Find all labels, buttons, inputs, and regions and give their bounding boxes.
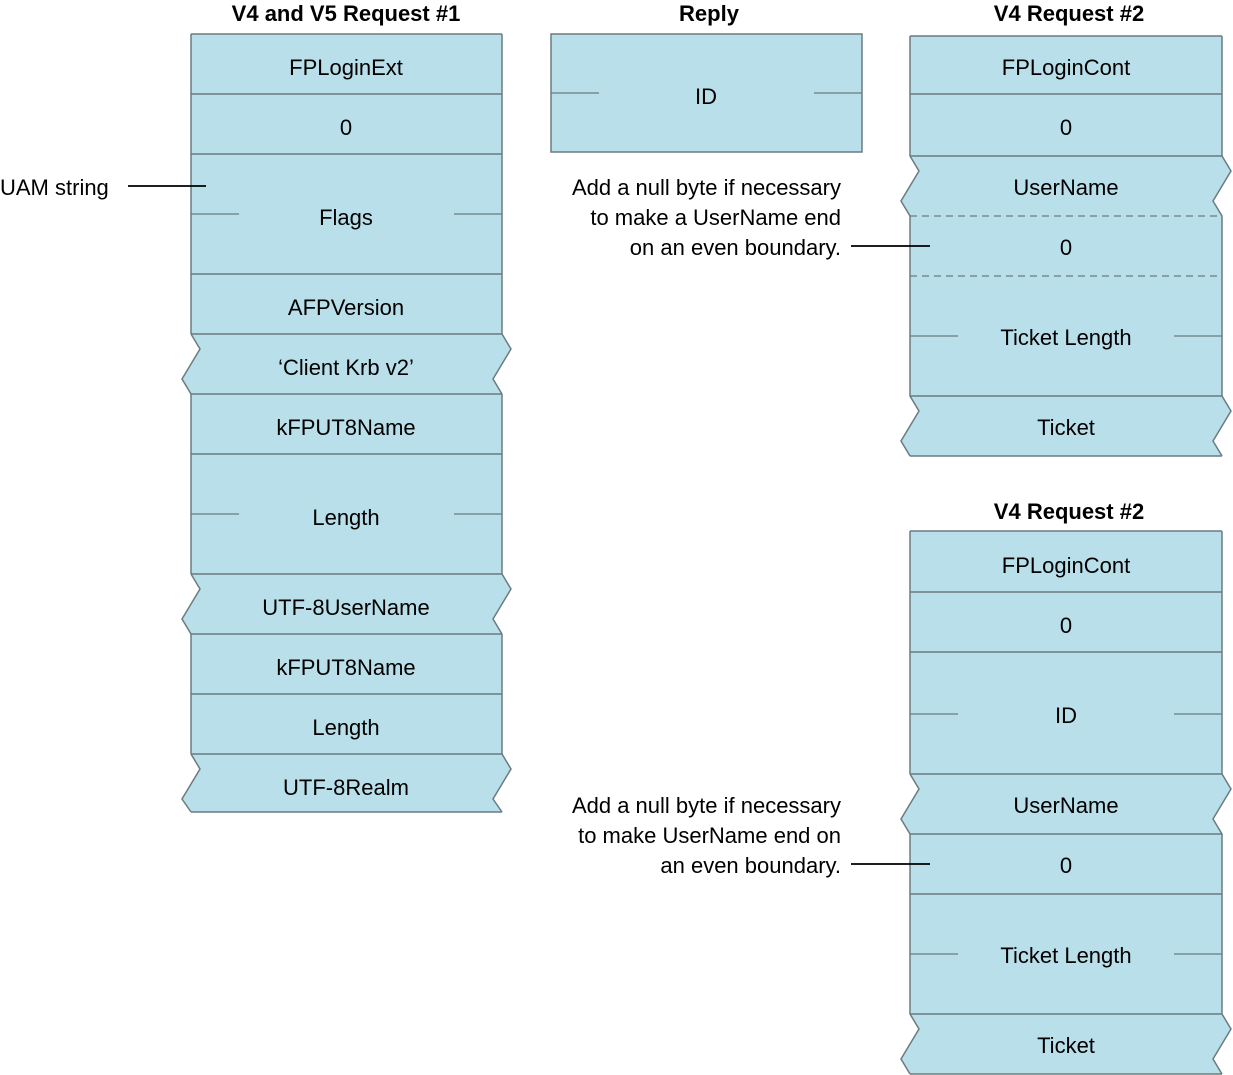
uam-string-note: UAM string — [0, 175, 109, 200]
v4b-cell-ticket-length: Ticket Length — [1000, 943, 1131, 968]
reply-cell-id: ID — [695, 84, 717, 109]
v4b-cell-null: 0 — [1060, 853, 1072, 878]
v4a-cell-ticket: Ticket — [1037, 415, 1095, 440]
reply-title: Reply — [679, 1, 740, 26]
reply-packet: Reply ID — [550, 1, 863, 153]
v4a-cell-pad: 0 — [1060, 115, 1072, 140]
request1-cell-pad: 0 — [340, 115, 352, 140]
v4b-note-line2: to make UserName end on — [578, 823, 841, 848]
request1-cell-realmtype: kFPUT8Name — [276, 655, 415, 680]
v4a-cell-ticket-length: Ticket Length — [1000, 325, 1131, 350]
v4a-cell-command: FPLoginCont — [1002, 55, 1130, 80]
request1-cell-length: Length — [312, 505, 379, 530]
request1-cell-realm: UTF-8Realm — [283, 775, 409, 800]
v4a-cell-null: 0 — [1060, 235, 1072, 260]
v4a-cell-username: UserName — [1013, 175, 1118, 200]
request1-cell-afpversion: AFPVersion — [288, 295, 404, 320]
v4a-note-line1: Add a null byte if necessary — [572, 175, 841, 200]
v4b-note-line1: Add a null byte if necessary — [572, 793, 841, 818]
request1-cell-uam: ‘Client Krb v2’ — [278, 355, 414, 380]
v4-request2-bottom-packet: V4 Request #2 FPLoginCont 0 ID UserName … — [572, 499, 1232, 1075]
v4b-cell-id: ID — [1055, 703, 1077, 728]
v4-request2-top-packet: V4 Request #2 FPLoginCont 0 UserName 0 T… — [572, 1, 1232, 457]
request1-cell-usertype: kFPUT8Name — [276, 415, 415, 440]
v4b-cell-pad: 0 — [1060, 613, 1072, 638]
request1-title: V4 and V5 Request #1 — [232, 1, 461, 26]
request1-packet: V4 and V5 Request #1 — [0, 1, 512, 813]
request1-cell-flags: Flags — [319, 205, 373, 230]
v4b-note-line3: an even boundary. — [660, 853, 841, 878]
v4b-cell-username: UserName — [1013, 793, 1118, 818]
v4b-cell-ticket: Ticket — [1037, 1033, 1095, 1058]
v4-request2-bottom-title: V4 Request #2 — [994, 499, 1144, 524]
request1-cell-username: UTF-8UserName — [262, 595, 429, 620]
request1-cell-command: FPLoginExt — [289, 55, 403, 80]
v4b-cell-command: FPLoginCont — [1002, 553, 1130, 578]
v4a-note-line3: on an even boundary. — [630, 235, 841, 260]
v4-request2-top-title: V4 Request #2 — [994, 1, 1144, 26]
request1-cell-realm-length: Length — [312, 715, 379, 740]
v4a-note-line2: to make a UserName end — [590, 205, 841, 230]
